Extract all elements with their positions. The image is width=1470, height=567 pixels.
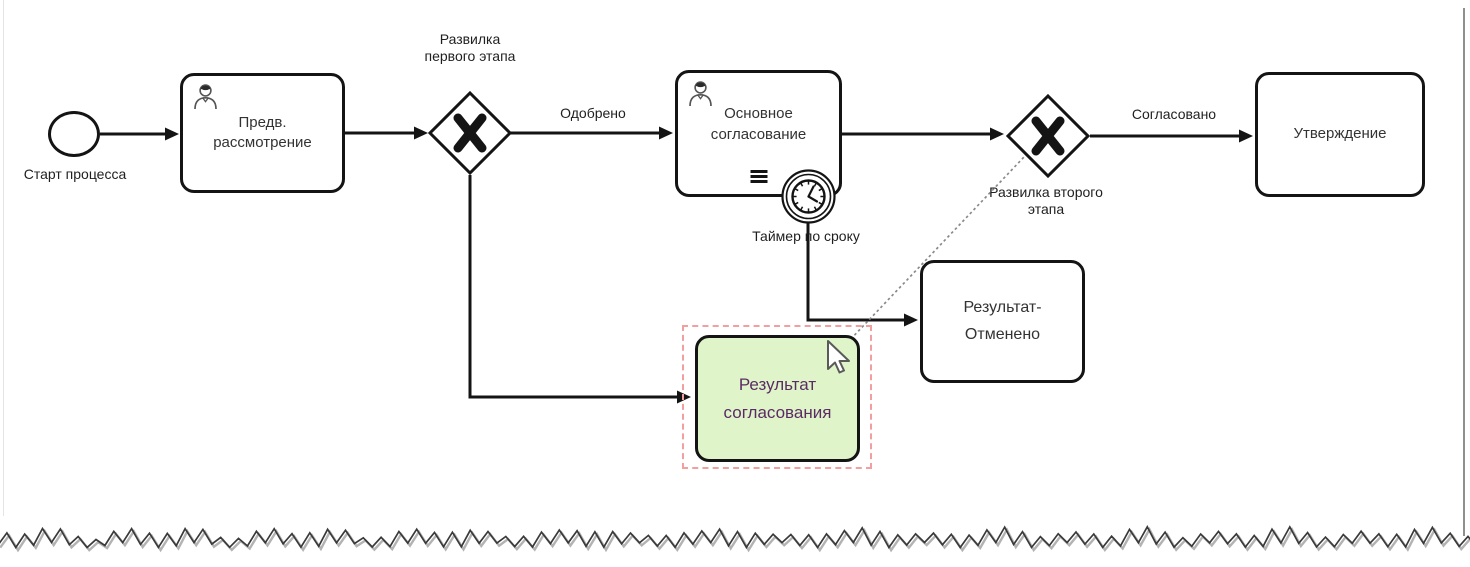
clock-icon	[791, 179, 826, 214]
task-label: Основное согласование	[710, 105, 807, 143]
flow-start-to-preliminary[interactable]	[100, 127, 179, 141]
torn-edge	[0, 525, 1470, 553]
flow-preliminary-to-fork1[interactable]	[345, 126, 428, 140]
start-event-label: Старт процесса	[23, 166, 127, 182]
task-final-approval[interactable]: Утверждение	[1255, 72, 1425, 197]
mouse-cursor	[827, 340, 850, 374]
task-approval-result[interactable]: Результат согласования	[695, 335, 860, 462]
flow-main-approval-to-fork2[interactable]	[842, 127, 1004, 141]
gateway-second-stage-fork[interactable]	[1006, 94, 1090, 178]
task-label: Предв. рассмотрение	[213, 113, 312, 151]
canvas-right-border	[1463, 8, 1465, 536]
flow-label-agreed: Согласовано	[1131, 106, 1217, 122]
flow-fork2-to-final-approval[interactable]	[1090, 129, 1253, 143]
flow-fork1-to-approval-result[interactable]	[468, 175, 691, 404]
task-label: Результат- Отменено	[963, 299, 1042, 343]
selection-highlight	[682, 325, 872, 469]
flow-fork1-to-main-approval[interactable]	[510, 126, 673, 140]
task-label: Результат согласования	[723, 375, 832, 422]
canvas-left-border	[3, 0, 4, 516]
boundary-timer-event[interactable]	[780, 168, 837, 225]
user-icon	[687, 79, 714, 108]
exclusive-gateway-x-icon	[453, 113, 487, 153]
user-icon	[192, 82, 219, 111]
task-label: Утверждение	[1293, 125, 1387, 143]
exclusive-gateway-x-icon	[1031, 116, 1065, 156]
start-event[interactable]	[48, 111, 100, 157]
task-preliminary-review[interactable]: Предв. рассмотрение	[180, 73, 345, 193]
flow-timer-to-result-cancelled[interactable]	[806, 222, 918, 327]
sequential-multi-instance-icon	[750, 168, 767, 185]
gateway-second-label: Развилка второго этапа	[989, 184, 1103, 218]
flow-label-approved: Одобрено	[560, 105, 626, 121]
task-result-cancelled[interactable]: Результат- Отменено	[920, 260, 1085, 383]
gateway-first-label: Развилка первого этапа	[424, 31, 516, 65]
gateway-first-stage-fork[interactable]	[428, 91, 512, 175]
timer-label: Таймер по сроку	[752, 228, 860, 244]
